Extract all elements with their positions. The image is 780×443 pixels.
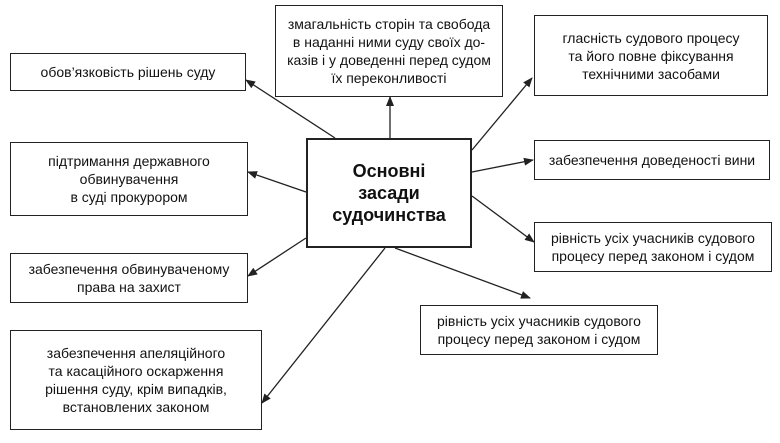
arrow-to-right2 [471, 157, 534, 173]
arrow-to-left1 [245, 79, 336, 139]
box-binding-decisions: обов’язковість рішень суду [10, 53, 246, 91]
box-right-to-defense: забезпечення обвинуваченому права на зах… [10, 253, 248, 303]
box-publicity-recording: гласність судового процесу та його повне… [534, 15, 768, 96]
central-concept-box: Основні засади судочинства [306, 138, 472, 248]
box-equality-bottom: рівність усіх учасників судового процесу… [420, 305, 658, 355]
arrow-to-left2 [247, 171, 307, 193]
arrow-to-right1 [471, 77, 533, 151]
box-appeal-cassation: забезпечення апеляційного та касаційного… [10, 330, 262, 430]
arrow-to-left3 [247, 237, 307, 277]
box-prosecution-support: підтримання державного обвинувачення в с… [10, 142, 248, 216]
box-adversarial-principle: змагальність сторін та свобода в наданні… [275, 5, 503, 97]
arrow-to-right3 [471, 195, 535, 243]
box-proof-of-guilt: забезпечення доведеності вини [534, 140, 770, 180]
arrow-to-left4 [261, 247, 386, 404]
box-equality-right: рівність усіх учасників судового процесу… [534, 222, 772, 272]
arrow-to-bottom [394, 247, 531, 299]
